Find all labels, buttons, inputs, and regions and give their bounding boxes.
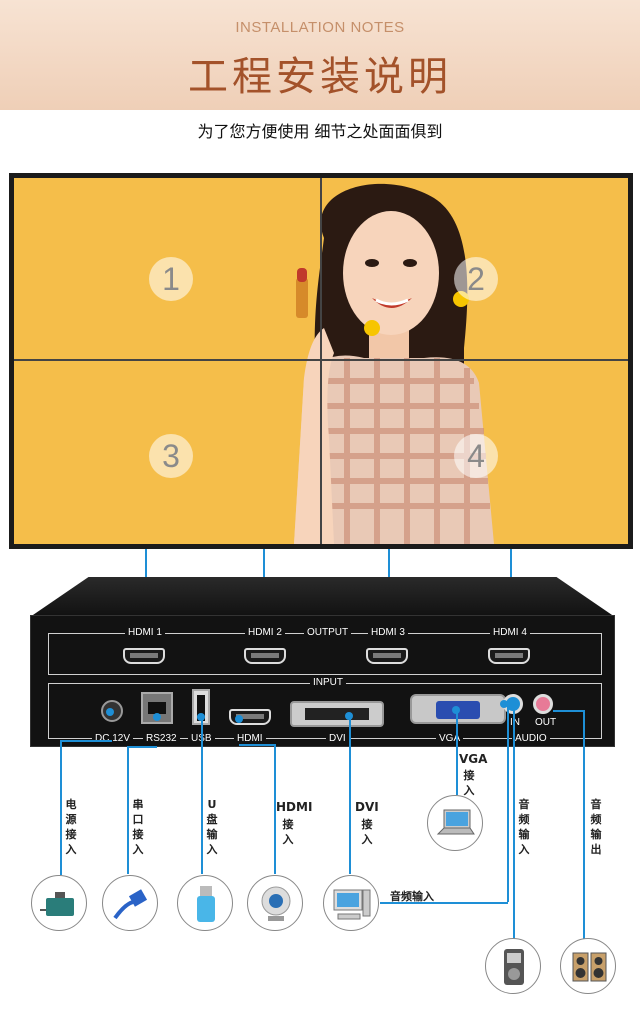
caption-usb: U盘输入: [206, 798, 218, 856]
hdmi-output-port-4: [488, 648, 530, 664]
screen-number-1: 1: [149, 257, 193, 301]
hdmi-output-port-2: [244, 648, 286, 664]
audio-in-label: IN: [507, 717, 523, 728]
input-label: INPUT: [310, 677, 346, 688]
output-label: OUTPUT: [304, 627, 352, 638]
caption-audio-out: 音频输出: [590, 798, 602, 856]
video-wall-screen: 1 2 3 4: [14, 178, 628, 544]
audio-out-label: OUT: [532, 717, 560, 728]
output-port-label-4: HDMI 4: [490, 627, 530, 638]
header-en-title: INSTALLATION NOTES: [235, 19, 405, 36]
rs232-line-h: [127, 746, 157, 748]
rs232-dot: [153, 713, 161, 721]
caption-serial: 串口接入: [132, 798, 144, 856]
dvi-port: [290, 701, 384, 727]
screen-divider-horizontal: [14, 359, 628, 361]
caption-power: 电源接入: [65, 798, 77, 856]
vga-label: VGA: [436, 733, 464, 744]
audio-out-line-v: [583, 710, 585, 940]
speaker-icon: [560, 938, 616, 994]
caption-audio-in: 音频输入: [518, 798, 530, 856]
audio-player-line-v: [513, 705, 515, 945]
screen-divider-vertical: [320, 178, 322, 544]
video-wall: 1 2 3 4: [9, 173, 633, 549]
hdmi-line-h: [239, 744, 274, 746]
hdmi-input-label: HDMI: [234, 733, 266, 744]
caption-vga-en: VGA: [459, 752, 488, 766]
screen-number-2: 2: [454, 257, 498, 301]
hdmi-line-v: [274, 744, 276, 874]
device-top: [30, 577, 615, 617]
vga-line-v: [456, 710, 458, 795]
dc-dot: [106, 708, 114, 716]
screen-number-3: 3: [149, 434, 193, 478]
caption-dvi-cn: 接入: [361, 818, 373, 846]
woman-photo: [294, 183, 494, 544]
audio-in-dot: [500, 700, 508, 708]
audio-out-port: [533, 694, 553, 714]
audio-label: AUDIO: [512, 733, 550, 744]
rs232-line-v: [127, 746, 129, 874]
laptop-icon: [427, 795, 483, 851]
audio-in-line-v: [507, 705, 509, 902]
output-port-label-3: HDMI 3: [368, 627, 408, 638]
subtitle: 为了您方便使用 细节之处面面俱到: [197, 122, 443, 141]
header-cn-title: 工程安装说明: [188, 54, 452, 100]
screen-number-4: 4: [454, 434, 498, 478]
dc-12v-label: DC 12V: [92, 733, 134, 744]
audio-player-icon: [485, 938, 541, 994]
serial-cable-icon: [102, 875, 158, 931]
dc-line-v: [60, 740, 62, 875]
webcam-icon: [247, 875, 303, 931]
output-port-label-2: HDMI 2: [245, 627, 285, 638]
header-banner: INSTALLATION NOTES 工程安装说明: [0, 0, 640, 110]
audio-in-line-h: [380, 902, 508, 904]
hdmi-output-port-3: [366, 648, 408, 664]
usb-drive-icon: [177, 875, 233, 931]
usb-line-v: [201, 717, 203, 874]
caption-hdmi-en: HDMI: [276, 800, 313, 814]
caption-dvi-en: DVI: [355, 800, 379, 814]
dc-line-h: [60, 740, 112, 742]
audio-out-line-h: [553, 710, 583, 712]
output-port-label-1: HDMI 1: [125, 627, 165, 638]
dvi-line-v: [349, 716, 351, 874]
dvi-label: DVI: [326, 733, 349, 744]
caption-audio-in-horizontal: 音频输入: [390, 890, 434, 903]
caption-hdmi-cn: 接入: [282, 818, 294, 846]
hdmi-output-port-1: [123, 648, 165, 664]
desktop-computer-icon: [323, 875, 379, 931]
caption-vga-cn: 接入: [463, 769, 475, 797]
power-adapter-icon: [31, 875, 87, 931]
rs232-label: RS232: [143, 733, 180, 744]
hdmi-dot: [235, 715, 243, 723]
